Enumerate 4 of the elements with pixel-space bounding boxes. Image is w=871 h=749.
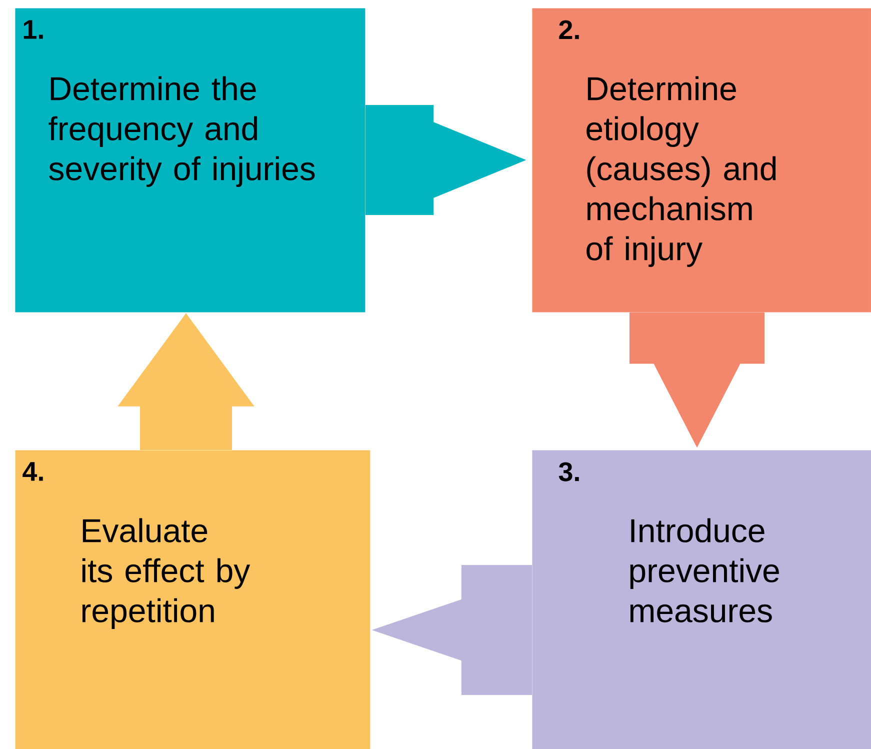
step-box: 4. Evaluate its effect by repetition	[15, 450, 370, 749]
step-box: 3. Introduce preventive measures	[532, 450, 871, 749]
step-box: 2. Determine etiology (causes) and mechanism of injury	[532, 8, 871, 312]
step-box: 1. Determine the frequency and severity of injuries	[15, 8, 366, 312]
